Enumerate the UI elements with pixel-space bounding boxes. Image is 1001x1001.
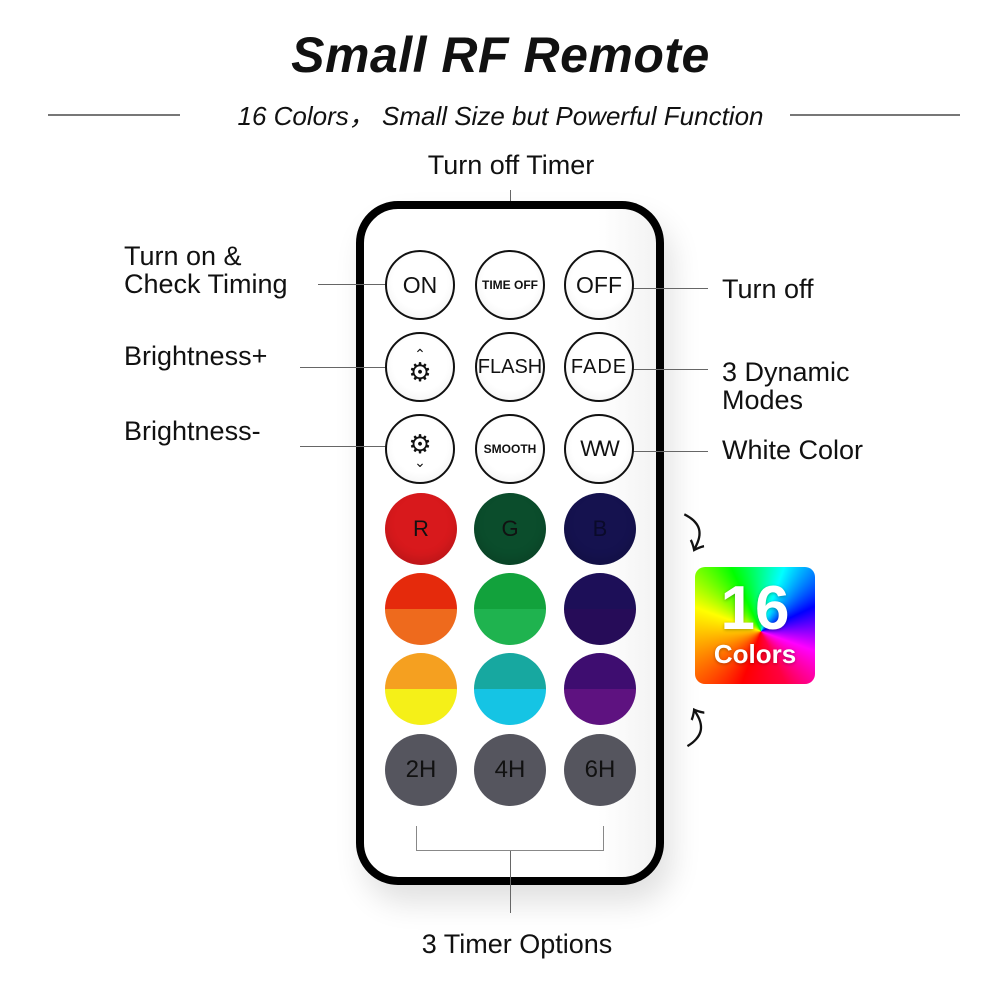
leader-line-fade xyxy=(628,369,708,370)
color-button-orange-red[interactable] xyxy=(385,573,457,645)
callout-dynamic-modes-line1: 3 Dynamic xyxy=(722,357,850,387)
callout-turn-off-timer: Turn off Timer xyxy=(427,150,595,180)
callout-turn-on: Turn on & Check Timing xyxy=(124,242,288,298)
brightness-up-icon: ⚙ xyxy=(408,357,432,387)
timer-bracket xyxy=(416,826,604,851)
subtitle-rule-left xyxy=(48,114,180,116)
smooth-button[interactable]: SMOOTH xyxy=(475,414,545,484)
timer-6h-button[interactable]: 6H xyxy=(564,734,636,806)
callout-brightness-up: Brightness+ xyxy=(124,341,268,371)
brightness-up-button[interactable]: ⌃ ⚙ xyxy=(385,332,455,402)
leader-line-brightness-up xyxy=(300,367,393,368)
brightness-down-icon: ⚙ xyxy=(408,429,432,459)
brightness-down-button[interactable]: ⚙ ⌄ xyxy=(385,414,455,484)
color-button-purple[interactable] xyxy=(564,653,636,725)
time-off-button[interactable]: TIME OFF xyxy=(475,250,545,320)
sixteen-colors-badge: 16 Colors xyxy=(695,567,815,684)
off-button[interactable]: OFF xyxy=(564,250,634,320)
callout-dynamic-modes: 3 Dynamic Modes xyxy=(722,358,850,414)
callout-turn-on-line1: Turn on & xyxy=(124,241,242,271)
chevron-down-icon: ⌄ xyxy=(414,454,426,470)
ww-button[interactable]: WW xyxy=(564,414,634,484)
callout-turn-on-line2: Check Timing xyxy=(124,269,288,299)
fade-button[interactable]: FADE xyxy=(564,332,634,402)
badge-text: Colors xyxy=(713,639,797,669)
page-subtitle: 16 Colors， Small Size but Powerful Funct… xyxy=(237,101,764,131)
color-button-yellow[interactable] xyxy=(385,653,457,725)
callout-timer-options: 3 Timer Options xyxy=(421,929,613,959)
leader-line-on xyxy=(318,284,393,285)
page-title: Small RF Remote xyxy=(291,27,710,83)
color-button-green[interactable] xyxy=(474,573,546,645)
callout-dynamic-modes-line2: Modes xyxy=(722,385,804,415)
green-button[interactable]: G xyxy=(474,493,546,565)
chevron-up-icon: ⌃ xyxy=(414,346,426,362)
blue-button[interactable]: B xyxy=(564,493,636,565)
red-button[interactable]: R xyxy=(385,493,457,565)
color-button-indigo[interactable] xyxy=(564,573,636,645)
callout-turn-off: Turn off xyxy=(722,274,814,304)
leader-line-off xyxy=(628,288,708,289)
on-button[interactable]: ON xyxy=(385,250,455,320)
leader-line-timer xyxy=(510,851,511,913)
callout-brightness-down: Brightness- xyxy=(124,416,261,446)
leader-line-ww xyxy=(628,451,708,452)
badge-number: 16 xyxy=(720,574,790,643)
flash-button[interactable]: FLASH xyxy=(475,332,545,402)
timer-2h-button[interactable]: 2H xyxy=(385,734,457,806)
timer-4h-button[interactable]: 4H xyxy=(474,734,546,806)
subtitle-rule-right xyxy=(790,114,960,116)
curved-arrow-down-icon: ⤵ xyxy=(668,511,715,561)
curved-arrow-up-icon: ⤴ xyxy=(670,702,719,753)
callout-white-color: White Color xyxy=(722,435,864,465)
leader-line-brightness-down xyxy=(300,446,393,447)
color-button-cyan[interactable] xyxy=(474,653,546,725)
